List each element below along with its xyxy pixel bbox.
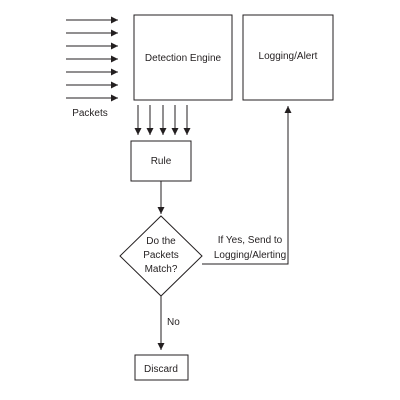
yes-path-arrow	[202, 106, 292, 265]
logging-alert-label: Logging/Alert	[259, 51, 318, 62]
detection-engine-box	[133, 14, 233, 101]
logging-alert-box	[242, 14, 334, 101]
yes-label-line1: If Yes, Send to	[218, 235, 283, 246]
packets-label: Packets	[72, 108, 108, 119]
packet-arrows	[66, 16, 118, 102]
decision-label-line3: Match?	[145, 264, 178, 275]
decision-label-line1: Do the	[146, 236, 176, 247]
engine-to-rule-arrows	[134, 105, 191, 135]
discard-label: Discard	[144, 364, 178, 375]
detection-engine-label: Detection Engine	[145, 53, 222, 64]
no-label: No	[167, 317, 180, 328]
yes-label-line2: Logging/Alerting	[214, 250, 286, 261]
decision-label-line2: Packets	[143, 250, 179, 261]
rule-label: Rule	[151, 156, 172, 167]
discard-box	[134, 354, 189, 381]
